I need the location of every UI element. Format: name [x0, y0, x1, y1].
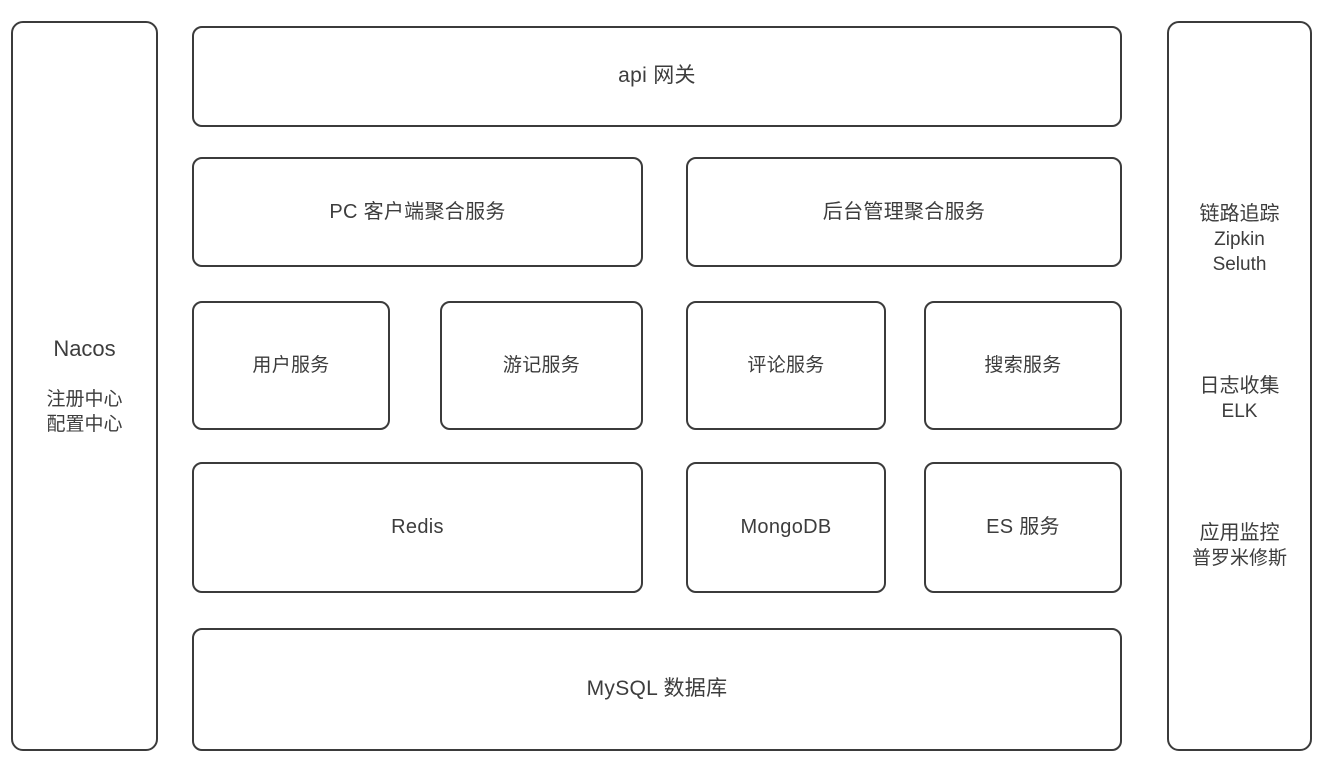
data-box-es[interactable]: ES 服务	[924, 462, 1122, 593]
right-panel-group-tracing: 链路追踪 Zipkin Seluth	[1200, 201, 1280, 277]
service-label: 搜索服务	[984, 354, 1062, 376]
data-label: MongoDB	[740, 516, 832, 538]
monitoring-title: 应用监控	[1199, 522, 1280, 545]
logging-title: 日志收集	[1199, 375, 1280, 397]
data-label: Redis	[391, 516, 444, 538]
service-label: 评论服务	[747, 354, 825, 376]
tracing-tools: Zipkin Seluth	[1212, 228, 1267, 275]
data-label: ES 服务	[986, 516, 1060, 538]
right-panel-group-logging: 日志收集 ELK	[1200, 373, 1280, 424]
service-label: 游记服务	[502, 354, 581, 376]
aggregation-box-admin[interactable]: 后台管理聚合服务	[686, 157, 1122, 267]
data-box-mongodb[interactable]: MongoDB	[686, 462, 886, 593]
service-box-user[interactable]: 用户服务	[192, 301, 390, 430]
service-box-travelnote[interactable]: 游记服务	[440, 301, 643, 430]
tracing-title: 链路追踪	[1199, 202, 1280, 225]
service-box-comment[interactable]: 评论服务	[686, 301, 886, 430]
right-panel-observability[interactable]: 链路追踪 Zipkin Seluth 日志收集 ELK 应用监控 普罗米修斯	[1167, 21, 1312, 751]
api-gateway-label: api 网关	[618, 64, 696, 88]
service-box-search[interactable]: 搜索服务	[924, 301, 1122, 430]
right-panel-stack: 链路追踪 Zipkin Seluth 日志收集 ELK 应用监控 普罗米修斯	[1169, 201, 1310, 571]
database-box-mysql[interactable]: MySQL 数据库	[192, 628, 1122, 751]
left-panel-subtitle: 注册中心 配置中心	[46, 389, 123, 436]
database-label: MySQL 数据库	[586, 677, 728, 701]
right-panel-group-monitoring: 应用监控 普罗米修斯	[1192, 520, 1287, 571]
aggregation-box-pc-client[interactable]: PC 客户端聚合服务	[192, 157, 643, 267]
monitoring-tools: 普罗米修斯	[1191, 548, 1287, 570]
left-panel-nacos[interactable]: Nacos 注册中心 配置中心	[11, 21, 158, 751]
service-label: 用户服务	[252, 354, 330, 376]
data-box-redis[interactable]: Redis	[192, 462, 643, 593]
aggregation-label: 后台管理聚合服务	[822, 200, 986, 223]
logging-tools: ELK	[1221, 401, 1258, 422]
api-gateway-box[interactable]: api 网关	[192, 26, 1122, 127]
left-panel-title: Nacos	[53, 335, 116, 361]
aggregation-label: PC 客户端聚合服务	[329, 200, 506, 223]
left-panel-stack: Nacos 注册中心 配置中心	[13, 335, 156, 438]
